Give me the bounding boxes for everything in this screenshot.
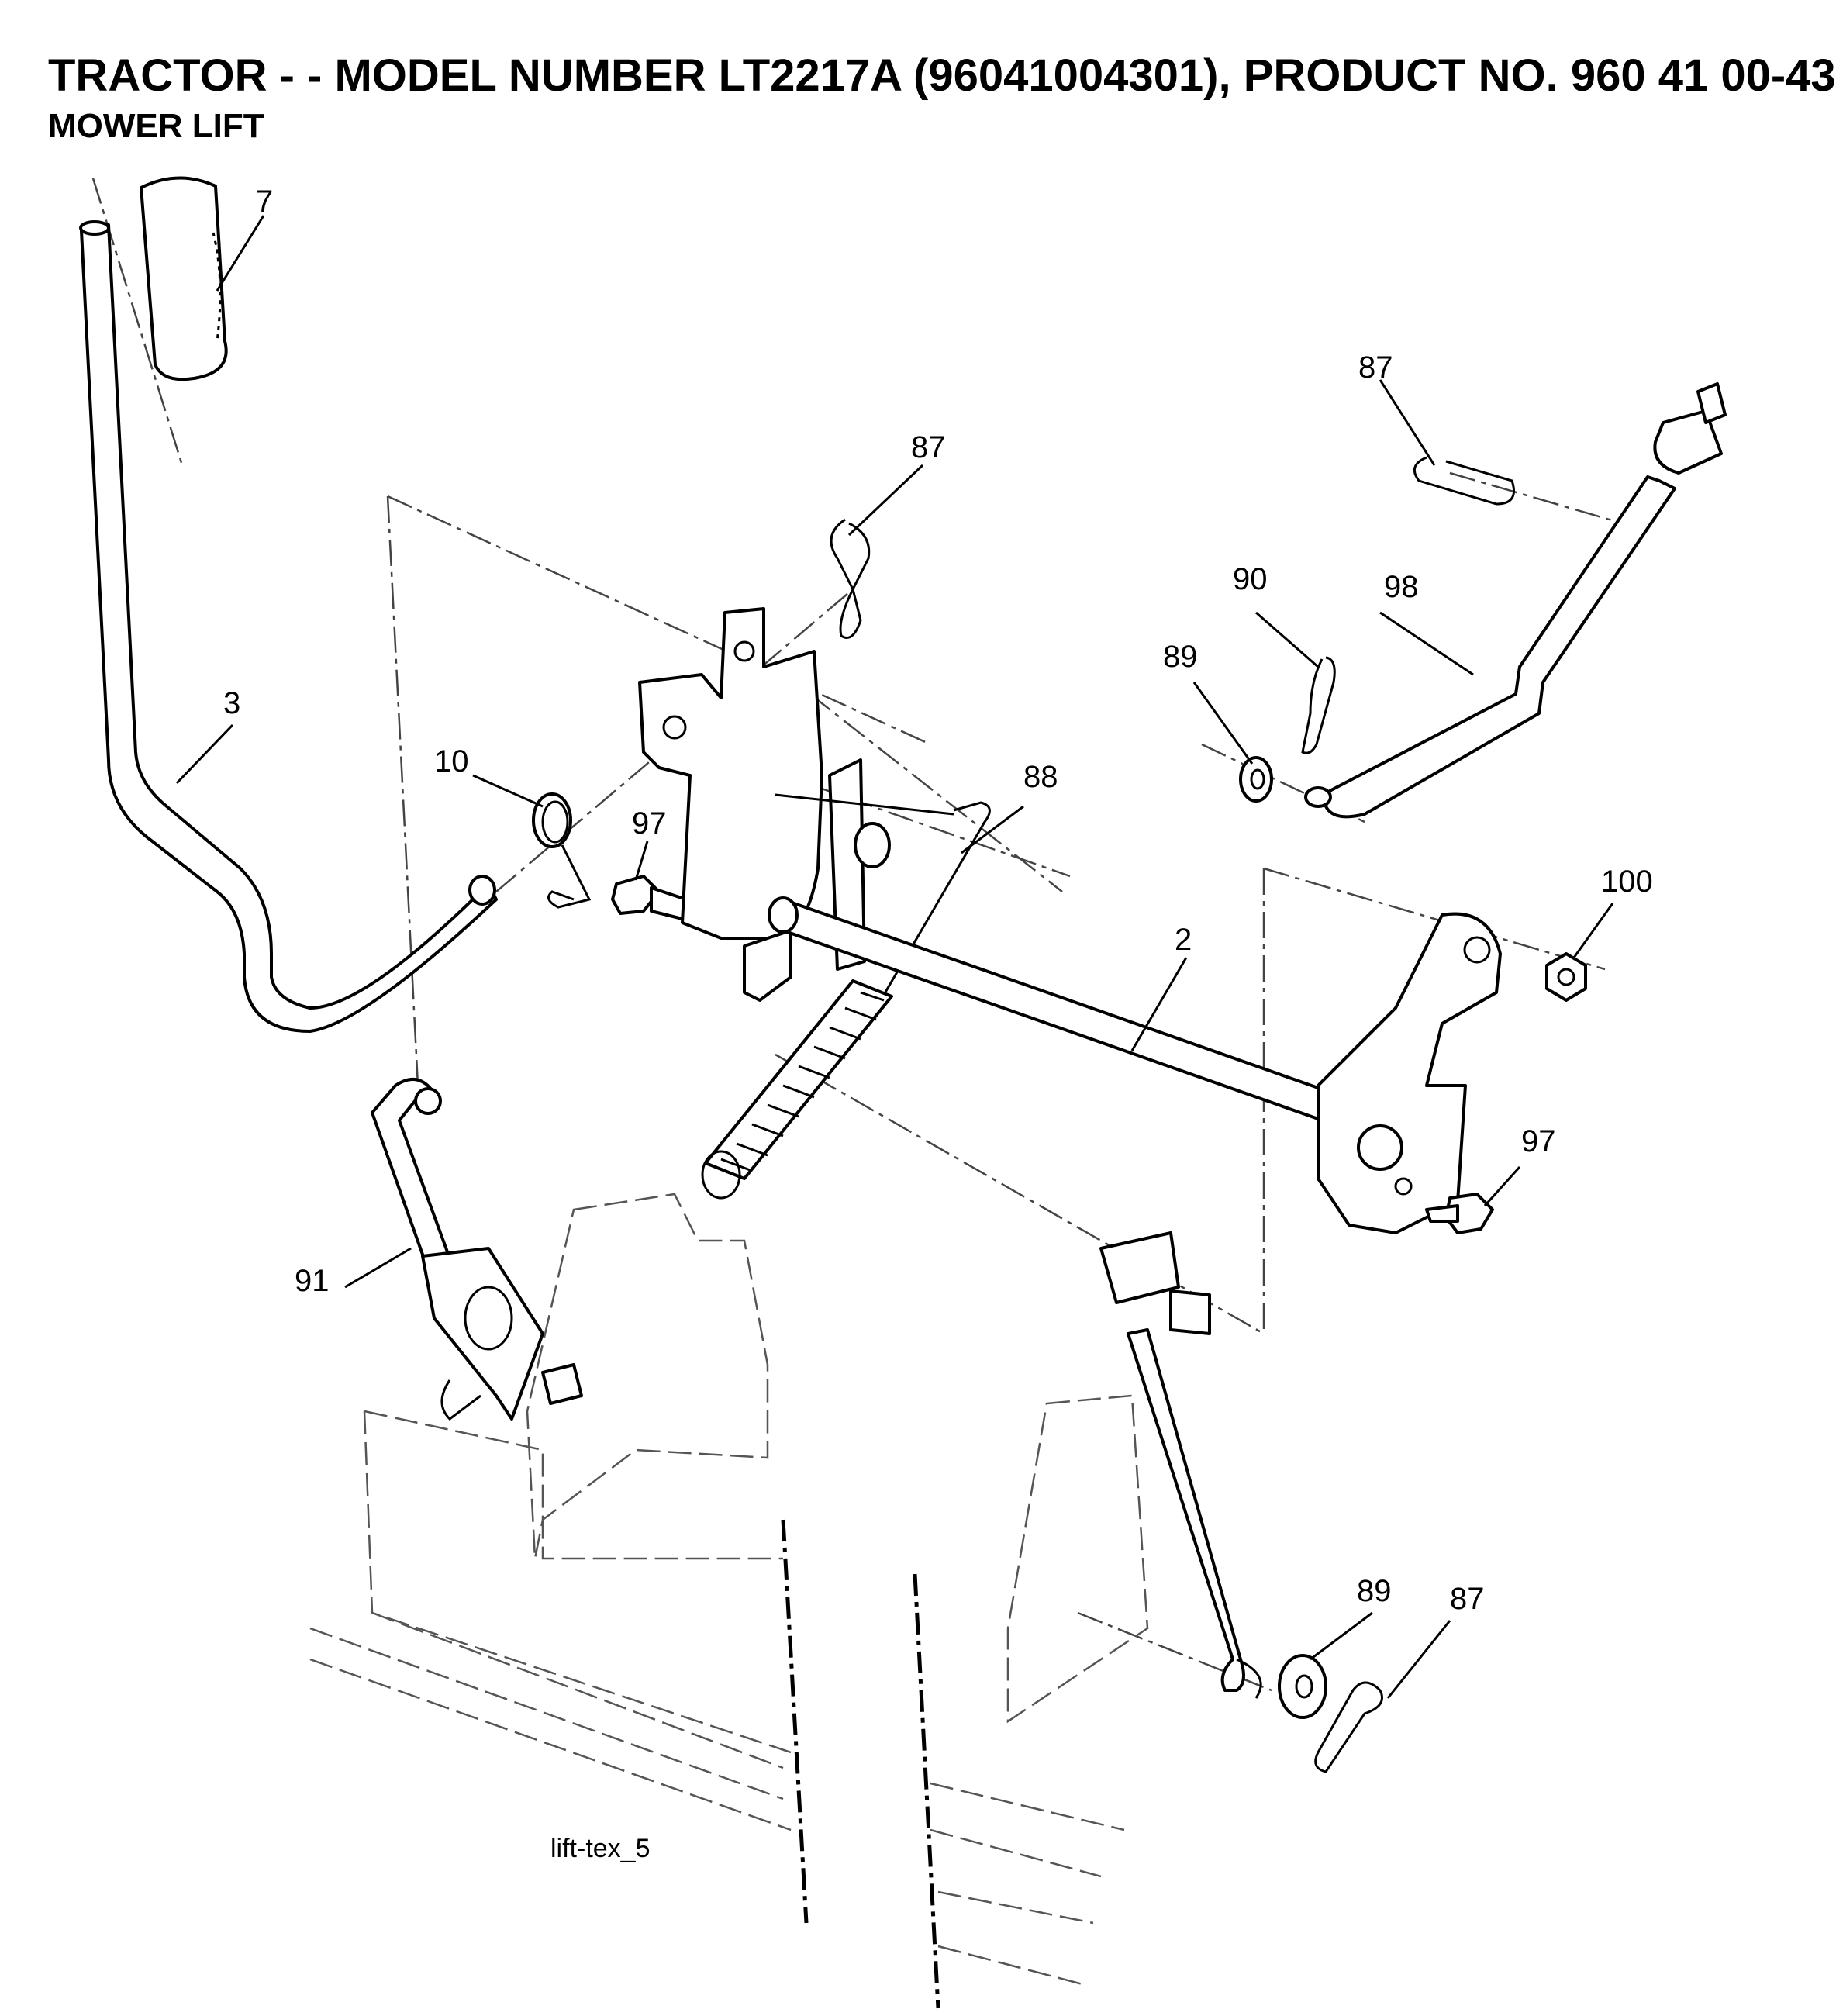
part-88-link-rod [775, 793, 991, 1009]
callout-leaders [175, 215, 1614, 1699]
part-89-washer-upper [1239, 756, 1273, 803]
callout-10: 10 [434, 744, 469, 778]
right-front-lift-link [1099, 1231, 1262, 1699]
part-97-bolt-left [611, 875, 688, 920]
callout-98: 98 [1384, 570, 1419, 604]
callout-100: 100 [1601, 865, 1653, 899]
callout-87-lower: 87 [1450, 1582, 1485, 1616]
callout-2: 2 [1175, 923, 1192, 957]
diagram-subtitle: MOWER LIFT [48, 107, 264, 145]
callout-3: 3 [223, 686, 240, 720]
part-7-handle-grip [140, 176, 228, 381]
figure-id-label: lift-tex_5 [550, 1834, 651, 1863]
part-87-hairpin-lower [1314, 1681, 1383, 1773]
part-91-lift-link [371, 1078, 583, 1421]
part-98-adjustment-link [1304, 382, 1727, 819]
part-97-bolt-right [1425, 1193, 1494, 1234]
part-87-hairpin-upper-right [1413, 456, 1515, 506]
frame-ghost-outline [309, 1193, 1149, 2009]
main-bracket [638, 607, 891, 1002]
part-3-lift-handle [79, 220, 498, 1033]
part-90-cotter-pin [1301, 656, 1336, 754]
callout-labels: 7 87 87 90 98 89 3 10 97 88 100 2 97 91 … [223, 185, 1653, 1616]
callout-97-left: 97 [632, 806, 667, 841]
part-89-washer-lower [1278, 1654, 1327, 1719]
callout-91: 91 [295, 1264, 330, 1298]
part-10-spring [532, 792, 592, 909]
part-87-hairpin-upper [830, 518, 871, 639]
callout-87-upper-right: 87 [1358, 350, 1393, 385]
extension-spring [701, 979, 893, 1200]
callout-97-right: 97 [1521, 1124, 1556, 1158]
right-lift-arm [1317, 912, 1502, 1234]
diagram-title: TRACTOR - - MODEL NUMBER LT2217A (960410… [48, 50, 1836, 101]
callout-89-lower: 89 [1357, 1574, 1392, 1608]
part-100-nut [1545, 952, 1587, 1002]
callout-87-upper: 87 [911, 430, 946, 464]
callout-89-upper: 89 [1163, 640, 1198, 674]
callout-90: 90 [1233, 562, 1268, 596]
callout-88: 88 [1023, 760, 1058, 794]
callout-7: 7 [256, 185, 273, 219]
